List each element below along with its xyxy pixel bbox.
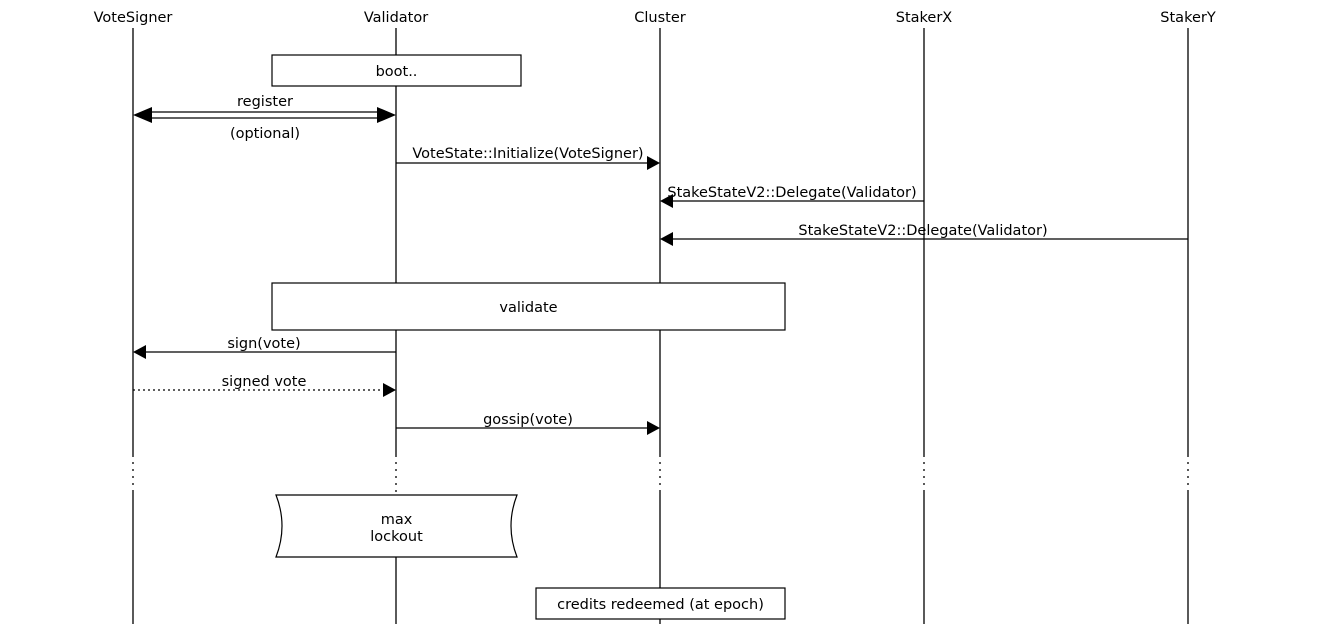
delegate-stakerx-label: StakeStateV2::Delegate(Validator) <box>667 185 916 201</box>
gossip-vote-label: gossip(vote) <box>483 412 573 428</box>
sign-vote-label: sign(vote) <box>227 336 300 352</box>
validate-box-label: validate <box>499 300 557 316</box>
activation-box-validate[interactable]: validate <box>271 282 786 331</box>
signed-vote-arrowhead <box>383 383 396 397</box>
max-lockout-shape <box>275 494 518 558</box>
activation-box-credits[interactable]: credits redeemed (at epoch) <box>535 587 786 620</box>
delegate-stakerx-arrowhead <box>660 194 673 208</box>
vote-state-initialize-arrowhead <box>647 156 660 170</box>
lifelines-group <box>132 28 1189 624</box>
message-register[interactable]: register (optional) <box>133 94 396 142</box>
validate-box-rect <box>271 282 786 331</box>
participant-labels-group: VoteSigner Validator Cluster StakerX Sta… <box>94 10 1216 26</box>
signed-vote-label: signed vote <box>222 374 307 390</box>
boot-box-rect <box>271 54 522 87</box>
message-sign-vote[interactable]: sign(vote) <box>133 336 396 359</box>
register-arrowhead-right <box>377 107 396 123</box>
max-lockout-label-line1: max <box>381 512 413 528</box>
participant-label-stakery[interactable]: StakerY <box>1160 10 1216 26</box>
gossip-vote-arrowhead <box>647 421 660 435</box>
message-vote-state-initialize[interactable]: VoteState::Initialize(VoteSigner) <box>396 146 660 170</box>
participant-label-cluster[interactable]: Cluster <box>634 10 686 26</box>
max-lockout-label-line2: lockout <box>370 529 423 545</box>
participant-label-votesigner[interactable]: VoteSigner <box>94 10 173 26</box>
participant-label-validator[interactable]: Validator <box>364 10 428 26</box>
boot-box-label: boot.. <box>376 64 418 80</box>
vote-state-initialize-label: VoteState::Initialize(VoteSigner) <box>412 146 643 162</box>
activation-box-boot[interactable]: boot.. <box>271 54 522 87</box>
register-label: register <box>237 94 293 110</box>
note-max-lockout[interactable]: max lockout <box>275 494 518 558</box>
sign-vote-arrowhead <box>133 345 146 359</box>
message-delegate-stakery[interactable]: StakeStateV2::Delegate(Validator) <box>660 223 1188 246</box>
delegate-stakery-label: StakeStateV2::Delegate(Validator) <box>798 223 1047 239</box>
credits-box-rect <box>535 587 786 620</box>
message-gossip-vote[interactable]: gossip(vote) <box>396 412 660 435</box>
register-sublabel: (optional) <box>230 126 300 142</box>
delegate-stakery-arrowhead <box>660 232 673 246</box>
message-signed-vote[interactable]: signed vote <box>133 374 396 397</box>
credits-box-label: credits redeemed (at epoch) <box>557 597 764 613</box>
message-delegate-stakerx[interactable]: StakeStateV2::Delegate(Validator) <box>660 185 924 208</box>
register-arrowhead-left <box>133 107 152 123</box>
participant-label-stakerx[interactable]: StakerX <box>896 10 953 26</box>
